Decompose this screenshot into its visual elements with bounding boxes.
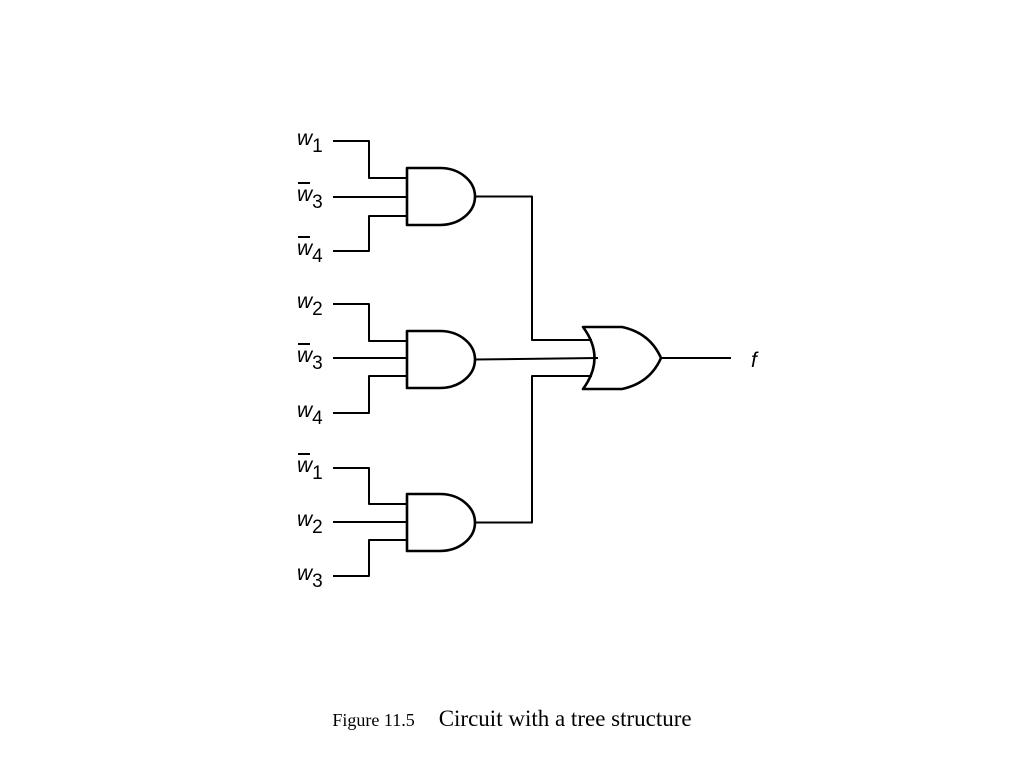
and-3-output-wire xyxy=(475,375,592,524)
and-3-input-wire-3 xyxy=(333,539,407,577)
input-label-9: w3 xyxy=(297,562,323,592)
and-1-input-wire-1 xyxy=(333,140,407,179)
input-labels: w1 w3 w4 w2 w3 w4 w1 w2 w3 xyxy=(297,127,323,592)
and-2-input-wire-3 xyxy=(333,375,407,414)
input-label-2: w3 xyxy=(297,183,323,213)
wires xyxy=(333,140,731,577)
input-label-8: w2 xyxy=(297,508,323,538)
and-1-input-wire-3 xyxy=(333,215,407,252)
and-2-output-wire xyxy=(474,357,599,361)
and-gate-2 xyxy=(405,329,477,390)
output-label-f: f xyxy=(751,349,759,372)
input-label-5: w3 xyxy=(297,344,323,374)
and-1-output-wire xyxy=(475,195,592,341)
input-label-6: w4 xyxy=(297,399,323,429)
input-label-4: w2 xyxy=(297,290,323,320)
input-label-1: w1 xyxy=(297,127,323,157)
or-gate xyxy=(581,325,663,391)
input-label-3: w4 xyxy=(297,237,323,267)
figure-caption: Figure 11.5 Circuit with a tree structure xyxy=(0,706,1024,732)
and-gate-1 xyxy=(405,166,477,227)
and-3-input-wire-1 xyxy=(333,467,407,505)
figure-title: Circuit with a tree structure xyxy=(438,706,692,731)
input-label-7: w1 xyxy=(297,454,323,484)
figure-number: Figure 11.5 xyxy=(332,710,415,730)
and-2-input-wire-1 xyxy=(333,303,407,342)
and-gate-3 xyxy=(405,492,477,553)
gates xyxy=(405,166,663,553)
